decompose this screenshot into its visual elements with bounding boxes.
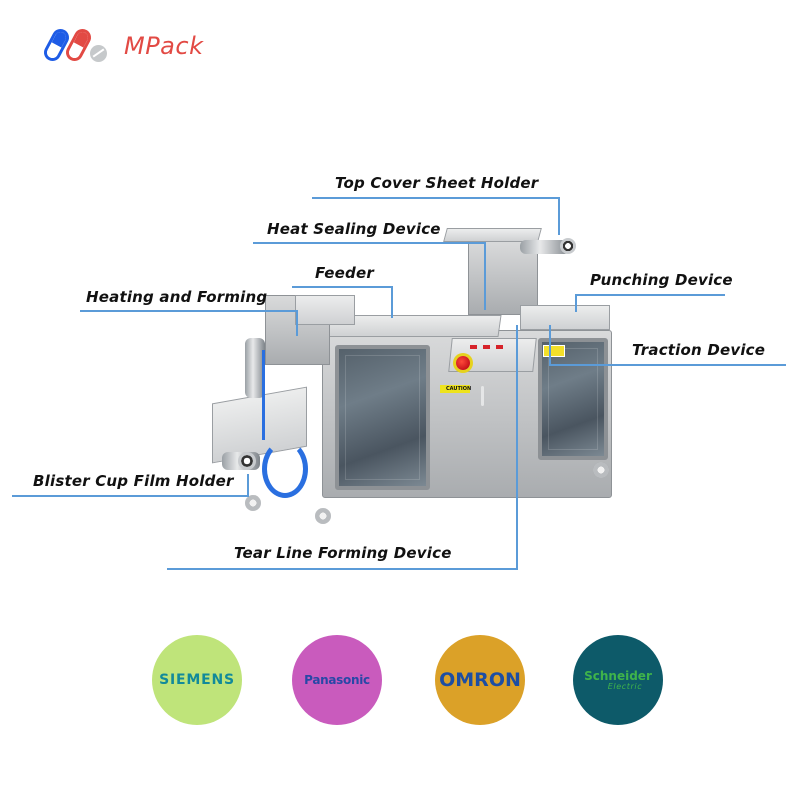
left-window (335, 345, 430, 490)
logo-text: MPack (124, 32, 204, 60)
caster-wheel (315, 508, 331, 524)
forming-cover (295, 295, 355, 325)
machine-cabinet (322, 330, 612, 498)
leader-line-tear-line (167, 568, 518, 570)
leader-line-heat-sealing (253, 242, 486, 244)
control-panel (448, 338, 537, 372)
feeder-tray (298, 315, 502, 337)
leader-line-feeder (391, 286, 393, 318)
top-cover-roller (520, 240, 570, 254)
capsule-pills-icon (40, 25, 110, 66)
brand-name: OMRON (439, 669, 521, 691)
brand-name: SIEMENS (159, 672, 235, 688)
leader-line-heating-forming (296, 310, 298, 336)
leader-line-blister-cup (247, 474, 249, 497)
door-handle (481, 386, 484, 406)
leader-line-feeder (292, 286, 393, 288)
display-digit (496, 345, 503, 349)
leader-line-top-cover (312, 197, 560, 199)
label-traction-device: Traction Device (632, 341, 766, 359)
leader-line-punching (575, 294, 577, 312)
leader-line-tear-line (516, 325, 518, 570)
display-digit (483, 345, 490, 349)
label-top-cover-sheet-holder: Top Cover Sheet Holder (335, 174, 539, 192)
brand-badge-siemens: SIEMENS (152, 635, 242, 725)
leader-line-traction (549, 364, 786, 366)
brand-badge-schneider: Schneider Electric (573, 635, 663, 725)
brand-subtitle: Electric (607, 681, 643, 691)
leader-line-heat-sealing (484, 242, 486, 310)
film-holder-frame (212, 386, 307, 464)
film-holder-knob (238, 452, 256, 470)
film-holder-roller (222, 452, 260, 470)
leader-line-heating-forming (80, 310, 298, 312)
unwind-arm (245, 338, 265, 398)
leader-line-traction (549, 325, 551, 365)
top-cover-knob (560, 238, 576, 254)
brand-logo: MPack (40, 25, 204, 66)
display-digit (470, 345, 477, 349)
brand-name: Panasonic (304, 673, 370, 687)
caster-wheel (593, 462, 609, 478)
caster-wheel (245, 495, 261, 511)
brand-name: Schneider (584, 668, 652, 683)
air-tube (262, 350, 265, 440)
air-hose (262, 440, 308, 498)
brand-badge-omron: OMRON (435, 635, 525, 725)
warning-label (543, 345, 565, 357)
brand-badge-panasonic: Panasonic (292, 635, 382, 725)
tablet-icon (90, 45, 107, 62)
label-feeder: Feeder (315, 264, 374, 282)
label-punching-device: Punching Device (590, 271, 733, 289)
leader-line-top-cover (558, 197, 560, 235)
caution-sticker: CAUTION (440, 385, 471, 393)
top-cover-plate (443, 228, 542, 242)
leader-line-punching (575, 294, 725, 296)
label-heating-and-forming: Heating and Forming (86, 288, 268, 306)
label-heat-sealing-device: Heat Sealing Device (267, 220, 441, 238)
label-blister-cup-film-holder: Blister Cup Film Holder (33, 472, 234, 490)
emergency-stop-button (456, 356, 470, 370)
punching-station (520, 305, 610, 330)
leader-line-blister-cup (12, 495, 249, 497)
heat-sealing-tower (468, 240, 538, 315)
label-tear-line-forming-device: Tear Line Forming Device (234, 544, 452, 562)
